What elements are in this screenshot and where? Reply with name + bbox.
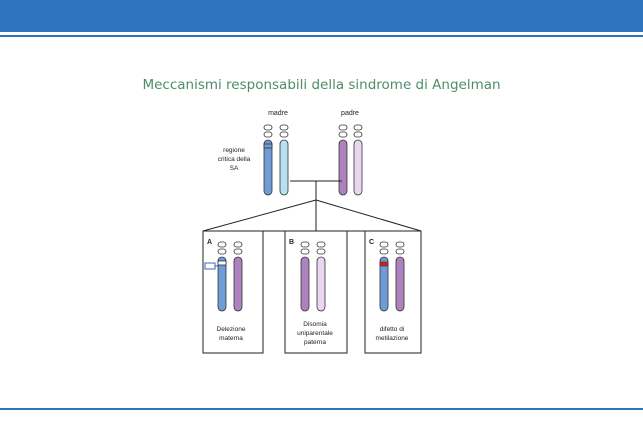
panel-b-paternal-chromosome-1-satellite-bottom bbox=[300, 248, 310, 255]
panel-c-paternal-chromosome-satellite-bottom bbox=[395, 248, 405, 255]
panel-b-caption-line2: uniparentale bbox=[297, 330, 333, 337]
panel-b-letter: B bbox=[289, 239, 294, 246]
paternal-chromosome-1-satellite-bottom bbox=[338, 131, 348, 138]
panel-c-maternal-chromosome-arm bbox=[379, 256, 389, 312]
branch-to-panel-a bbox=[202, 199, 317, 232]
panel-b-paternal-chromosome-2-satellite-bottom bbox=[316, 248, 326, 255]
header-bar bbox=[0, 0, 643, 32]
panel-c-maternal-chromosome-satellite-bottom bbox=[379, 248, 389, 255]
paternal-chromosome-2-arm bbox=[353, 139, 363, 196]
panel-a-maternal-chromosome-satellite-top bbox=[217, 241, 227, 248]
deletion-arrow-icon bbox=[204, 262, 216, 270]
critical-region-label-line1: regione bbox=[223, 147, 245, 154]
panel-a-letter: A bbox=[207, 239, 212, 246]
panel-a-maternal-chromosome-arm bbox=[217, 256, 227, 312]
maternal-chromosome-1-satellite-bottom bbox=[263, 131, 273, 138]
maternal-chromosome-2-satellite-top bbox=[279, 124, 289, 131]
maternal-chromosome-1-arm bbox=[263, 139, 273, 196]
header-divider bbox=[0, 35, 643, 37]
panel-c-paternal-chromosome-satellite-top bbox=[395, 241, 405, 248]
paternal-chromosome-1-satellite-top bbox=[338, 124, 348, 131]
critical-region-label-line3: SA bbox=[230, 165, 239, 172]
panel-b-caption-line1: Disomia bbox=[303, 321, 327, 328]
branch-to-panel-c bbox=[315, 199, 422, 232]
panel-a-paternal-chromosome-arm bbox=[233, 256, 243, 312]
maternal-chromosome-1-critical-region bbox=[263, 143, 273, 149]
panel-c-maternal-chromosome-satellite-top bbox=[379, 241, 389, 248]
panel-a-caption-line2: materna bbox=[219, 335, 243, 342]
panel-c-paternal-chromosome-arm bbox=[395, 256, 405, 312]
father-label: padre bbox=[341, 110, 359, 117]
mother-label: madre bbox=[268, 110, 288, 117]
panel-a-maternal-chromosome-satellite-bottom bbox=[217, 248, 227, 255]
panel-b-frame bbox=[284, 230, 348, 354]
chromosome-group bbox=[217, 124, 405, 312]
inheritance-connectors bbox=[202, 180, 422, 232]
panel-b-caption-line3: paterna bbox=[304, 339, 326, 346]
panel-a-paternal-chromosome-satellite-top bbox=[233, 241, 243, 248]
panel-a-paternal-chromosome-satellite-bottom bbox=[233, 248, 243, 255]
critical-region-label-line2: critica della bbox=[218, 156, 251, 163]
maternal-chromosome-1-satellite-top bbox=[263, 124, 273, 131]
slide-title: Meccanismi responsabili della sindrome d… bbox=[142, 77, 501, 93]
paternal-chromosome-1-arm bbox=[338, 139, 348, 196]
panel-b-paternal-chromosome-2-arm bbox=[316, 256, 326, 312]
panel-c-caption-line1: difetto di bbox=[380, 326, 405, 333]
footer-divider bbox=[0, 408, 643, 410]
panel-b-paternal-chromosome-2-satellite-top bbox=[316, 241, 326, 248]
paternal-chromosome-2-satellite-bottom bbox=[353, 131, 363, 138]
paternal-chromosome-2-satellite-top bbox=[353, 124, 363, 131]
panel-a-maternal-chromosome-deleted-region bbox=[217, 260, 227, 266]
panel-b-paternal-chromosome-1-arm bbox=[300, 256, 310, 312]
panel-a-caption-line1: Delezione bbox=[217, 326, 246, 333]
maternal-chromosome-2-satellite-bottom bbox=[279, 131, 289, 138]
panel-c-caption-line2: metilazione bbox=[376, 335, 409, 342]
panel-c-frame bbox=[364, 230, 422, 354]
maternal-chromosome-2-arm bbox=[279, 139, 289, 196]
panel-b-paternal-chromosome-1-satellite-top bbox=[300, 241, 310, 248]
panel-c-maternal-chromosome-methylation-defect bbox=[379, 261, 389, 267]
panel-c-letter: C bbox=[369, 239, 374, 246]
panel-a-frame bbox=[202, 230, 264, 354]
